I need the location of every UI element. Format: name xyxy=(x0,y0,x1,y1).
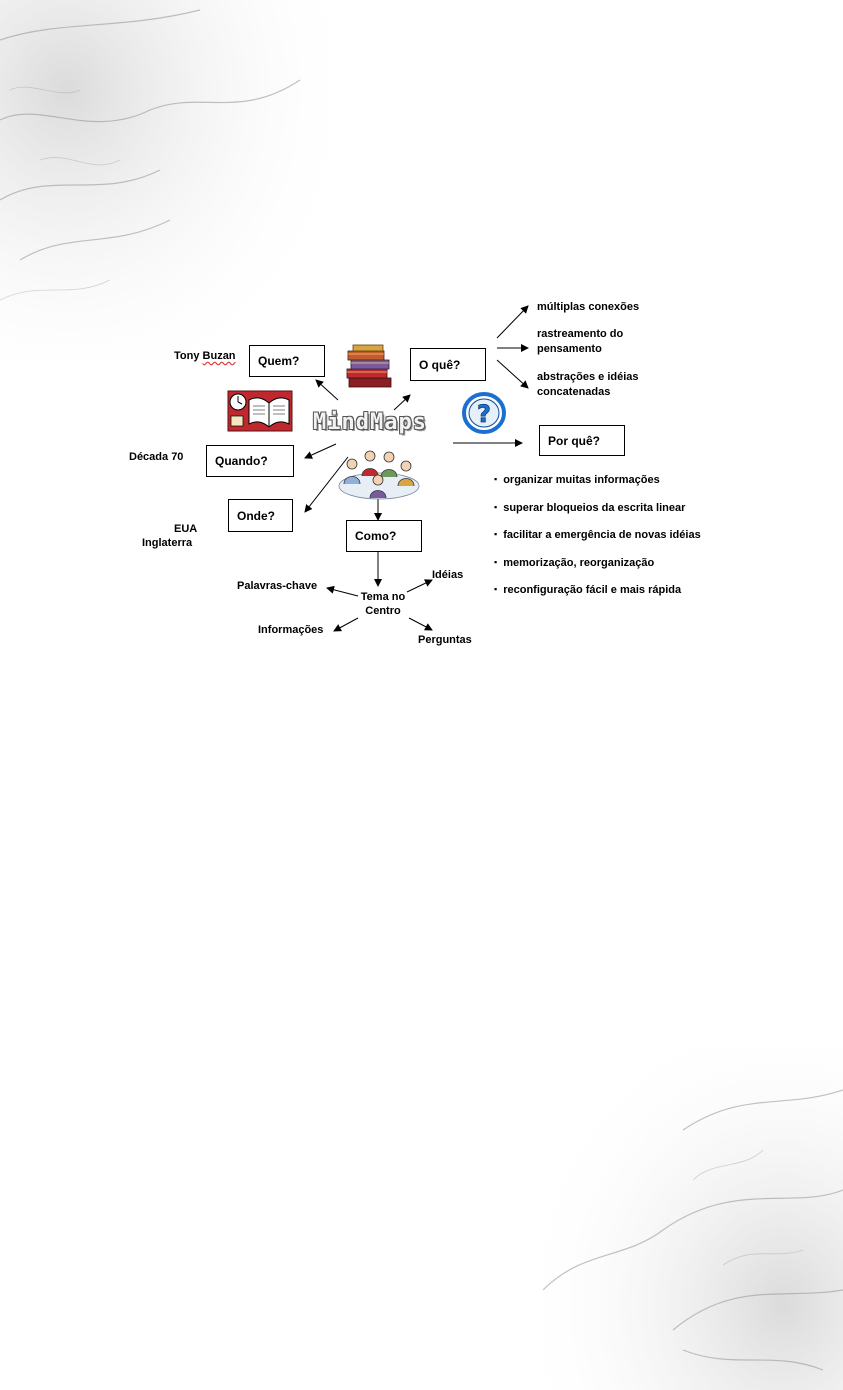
tema-label-1: Tema no xyxy=(360,591,406,603)
quando-label: Quando? xyxy=(215,454,268,468)
books-icon xyxy=(346,344,392,388)
arrow-to-multiplas xyxy=(496,305,529,339)
arrow-to-oque xyxy=(393,394,411,411)
informacoes-label: Informações xyxy=(258,624,324,636)
multiplas-label: múltiplas conexões xyxy=(537,301,640,313)
arrow-to-quem xyxy=(315,379,339,401)
palavras-label: Palavras-chave xyxy=(237,580,318,592)
ideias-label: Idéias xyxy=(432,569,464,581)
oque-label: O quê? xyxy=(419,357,461,372)
arrow-to-ideias xyxy=(406,579,433,593)
arrow-to-quando xyxy=(304,443,337,459)
rastreamento-label-2: pensamento xyxy=(537,343,602,355)
porque-list: organizar muitas informações superar blo… xyxy=(494,472,701,610)
como-box: Como? xyxy=(346,520,422,552)
onde-label: Onde? xyxy=(237,508,275,523)
arrow-to-palavras xyxy=(326,585,359,597)
quem-label: Quem? xyxy=(258,354,300,368)
list-item: facilitar a emergência de novas idéias xyxy=(494,527,700,555)
arrow-to-onde xyxy=(304,456,349,513)
arrow-to-perguntas xyxy=(408,617,433,631)
list-item: memorização, reorganização xyxy=(494,555,701,583)
list-item: organizar muitas informações xyxy=(494,472,701,500)
people-group-icon xyxy=(338,450,420,500)
eua-label: EUA xyxy=(174,523,198,535)
tony-label: Tony xyxy=(174,350,200,362)
mindmaps-title: MindMaps xyxy=(313,410,427,435)
porque-label: Por quê? xyxy=(548,433,601,448)
decada-label: Década 70 xyxy=(129,451,184,463)
tema-label-2: Centro xyxy=(365,605,401,617)
porque-box: Por quê? xyxy=(539,425,625,456)
list-item: reconfiguração fácil e mais rápida xyxy=(494,582,701,610)
question-mark-icon: ? xyxy=(462,392,506,434)
quem-box: Quem? xyxy=(249,345,325,377)
svg-text:?: ? xyxy=(477,400,491,428)
arrow-to-abstracoes xyxy=(496,359,529,389)
buzan-label: Buzan xyxy=(202,350,236,362)
arrow-to-informacoes xyxy=(333,617,359,632)
rastreamento-label-1: rastreamento do xyxy=(537,328,624,340)
onde-box: Onde? xyxy=(228,499,293,532)
abstracoes-label-2: concatenadas xyxy=(537,386,611,398)
oque-box: O quê? xyxy=(410,348,486,381)
list-item: superar bloqueios da escrita linear xyxy=(494,500,701,528)
inglaterra-label: Inglaterra xyxy=(142,537,193,549)
quando-box: Quando? xyxy=(206,445,294,477)
tony-buzan-label: Tony Buzan xyxy=(174,349,236,363)
como-label: Como? xyxy=(355,529,397,543)
perguntas-label: Perguntas xyxy=(418,634,472,646)
abstracoes-label-1: abstrações e idéias xyxy=(537,371,639,383)
book-clock-icon xyxy=(227,390,293,432)
